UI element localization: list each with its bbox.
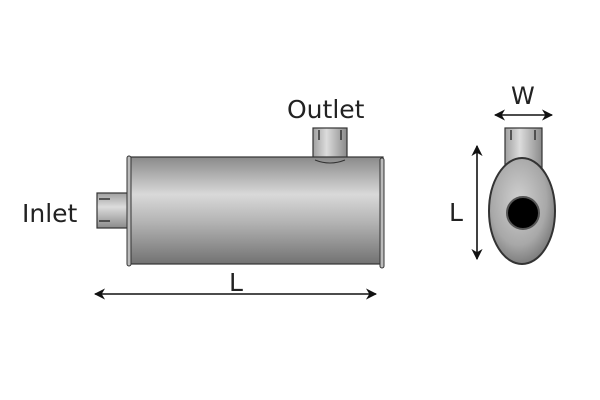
length-label-side: L: [449, 198, 463, 227]
inlet-label: Inlet: [22, 199, 78, 228]
right-flange: [379, 157, 385, 269]
muffler-front-view: [96, 127, 385, 269]
muffler-body: [128, 156, 384, 265]
outlet-label: Outlet: [287, 95, 365, 124]
muffler-side-view: [488, 127, 556, 265]
left-flange: [126, 155, 132, 267]
length-label-front: L: [229, 268, 243, 297]
width-label: W: [511, 82, 535, 110]
pipe-opening: [506, 196, 540, 230]
